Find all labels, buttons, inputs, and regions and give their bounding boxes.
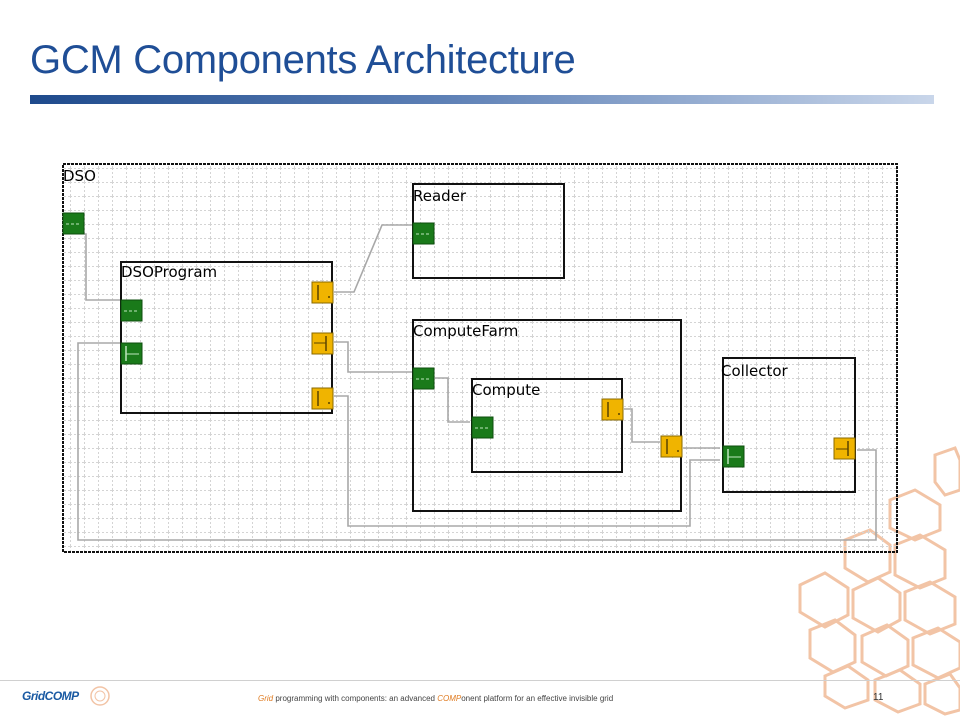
binding-dsoprogram-to-computefarm — [334, 341, 412, 373]
footer-tagline: Grid programming with components: an adv… — [258, 694, 613, 703]
dso-component[interactable] — [62, 163, 898, 553]
compute-client-interface[interactable] — [601, 398, 624, 421]
dsoprogram-server-interface-1[interactable] — [120, 299, 143, 322]
footer-divider — [0, 680, 960, 681]
dso-server-interface[interactable] — [62, 212, 85, 235]
binding-collector-to-dsoprogram — [77, 342, 877, 541]
dsoprogram-client-interface-computefarm[interactable] — [311, 332, 334, 355]
reader-label: Reader — [413, 187, 467, 205]
reader-server-interface[interactable] — [412, 222, 435, 245]
computefarm-label: ComputeFarm — [413, 322, 518, 340]
binding-compute-to-computefarm-client — [624, 408, 660, 443]
compute-server-interface[interactable] — [471, 416, 494, 439]
slide-title: GCM Components Architecture — [30, 38, 576, 82]
dsoprogram-client-interface-reader[interactable] — [311, 281, 334, 304]
collector-server-interface[interactable] — [722, 445, 745, 468]
binding-computefarm-to-compute — [435, 377, 470, 423]
computefarm-client-interface[interactable] — [660, 435, 683, 458]
binding-dso-to-dsoprogram — [84, 233, 120, 301]
footer-tagline-grid: Grid — [258, 694, 274, 703]
compute-label: Compute — [472, 381, 540, 399]
page-number: 11 — [873, 692, 884, 703]
binding-dsoprogram-to-collector — [334, 395, 720, 527]
title-underline — [30, 95, 934, 104]
footer-tagline-comp: COMP — [437, 694, 462, 703]
collector-client-interface[interactable] — [833, 437, 856, 460]
footer-tagline-part4: onent platform for an effective invisibl… — [461, 694, 614, 703]
dsoprogram-client-interface-collector[interactable] — [311, 387, 334, 410]
gridcomp-logo-icon — [90, 686, 110, 706]
collector-component[interactable] — [722, 357, 856, 493]
binding-dsoprogram-to-reader — [334, 224, 412, 293]
gridcomp-logo-text: GridCOMP — [22, 689, 79, 703]
dsoprogram-label: DSOProgram — [121, 263, 217, 281]
footer-tagline-part2: programming with components: an advanced — [273, 694, 438, 703]
computefarm-component[interactable] — [412, 319, 682, 512]
collector-label: Collector — [721, 362, 789, 380]
computefarm-server-interface[interactable] — [412, 367, 435, 390]
client-interfaces — [311, 281, 856, 460]
bindings — [77, 224, 877, 541]
dsoprogram-server-interface-2[interactable] — [120, 342, 143, 365]
dso-label: DSO — [63, 167, 96, 185]
server-interfaces — [62, 212, 745, 468]
